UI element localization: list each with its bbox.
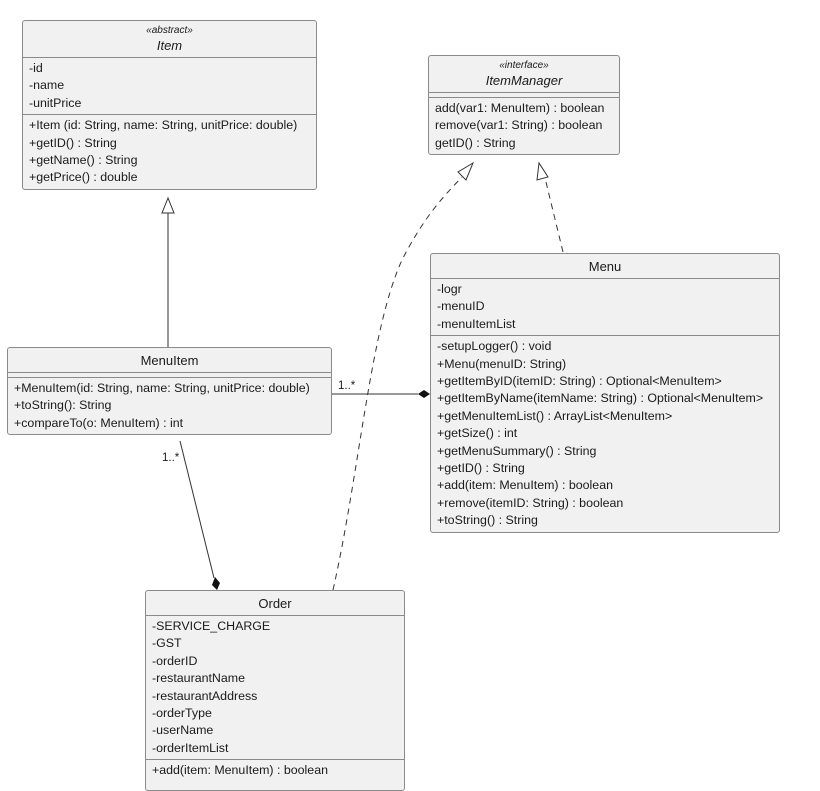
attributes-section: -logr -menuID -menuItemList (431, 279, 779, 337)
class-header: Menu (431, 254, 779, 279)
methods-section: -setupLogger() : void +Menu(menuID: Strin… (431, 336, 779, 531)
method: add(var1: MenuItem) : boolean (435, 101, 605, 115)
hollow-triangle-arrow (161, 196, 175, 214)
realization-line-order (332, 176, 463, 591)
attribute: -unitPrice (29, 95, 82, 110)
class-name: MenuItem (140, 353, 199, 368)
filled-diamond (212, 577, 220, 590)
method: +getPrice() : double (29, 170, 138, 185)
attributes-section (429, 93, 619, 98)
attribute: -restaurantName (152, 671, 245, 686)
multiplicity-label: 1..* (338, 380, 356, 392)
methods-section: add(var1: MenuItem) : boolean remove(var1… (429, 98, 619, 154)
attribute: -name (29, 78, 65, 93)
attribute: -menuID (437, 299, 485, 314)
class-menu: Menu -logr -menuID -menuItemList -setupLogge… (430, 253, 780, 533)
attributes-section (8, 373, 331, 378)
class-name: Order (258, 596, 292, 611)
attribute: -menuItemList (437, 316, 516, 331)
method: +getID() : String (29, 135, 117, 150)
method: +add(item: MenuItem) : boolean (437, 478, 613, 493)
filled-diamond (418, 390, 430, 398)
hollow-triangle-arrow (536, 161, 549, 181)
class-header: «abstract» Item (23, 21, 316, 58)
stereotype: «abstract» (146, 25, 193, 36)
attributes-section: -SERVICE_CHARGE -GST -orderID -restaurantNa… (146, 616, 404, 761)
class-name: ItemManager (485, 73, 563, 88)
method: +toString(): String (14, 398, 112, 413)
methods-section: +Item (id: String, name: String, unitPri… (23, 115, 316, 189)
method: +getMenuSummary() : String (437, 443, 597, 458)
method: +remove(itemID: String) : boolean (437, 495, 624, 510)
attribute: -logr (437, 282, 462, 296)
realization-line-menu (544, 177, 564, 253)
method: +toString() : String (437, 513, 538, 528)
class-menuitem: MenuItem +MenuItem(id: String, name: Stri… (7, 347, 332, 436)
method: remove(var1: String) : boolean (435, 118, 603, 133)
composition-line-order (179, 440, 215, 579)
method: +getID() : String (437, 461, 525, 476)
hollow-triangle-arrow (457, 161, 475, 181)
class-header: «interface» ItemManager (429, 56, 619, 93)
attribute: -userName (152, 723, 214, 738)
method: getID() : String (435, 135, 516, 150)
class-name: Item (156, 38, 183, 53)
attribute: -orderID (152, 653, 198, 668)
method: +getItemByName(itemName: String) : Optio… (437, 391, 764, 406)
methods-section: +MenuItem(id: String, name: String, unit… (8, 378, 331, 434)
methods-section: +add(item: MenuItem) : boolean (146, 760, 404, 781)
attribute: -SERVICE_CHARGE (152, 619, 271, 633)
method: +getMenuItemList() : ArrayList<MenuItem> (437, 408, 673, 423)
attribute: -GST (152, 636, 182, 651)
method: +Item (id: String, name: String, unitPri… (29, 118, 298, 133)
class-order: Order -SERVICE_CHARGE -GST -orderID -restaur… (145, 590, 405, 791)
class-header: MenuItem (8, 348, 331, 373)
class-header: Order (146, 591, 404, 616)
method: +getItemByID(itemID: String) : Optional<… (437, 374, 722, 389)
method: +Menu(menuID: String) (437, 356, 567, 371)
attribute: -orderType (152, 706, 212, 721)
class-item: «abstract» Item -id -name -unitPrice +Item (i… (22, 20, 317, 190)
attribute: -id (29, 61, 43, 75)
attribute: -restaurantAddress (152, 688, 258, 703)
method: +getName() : String (29, 153, 138, 168)
attributes-section: -id -name -unitPrice (23, 58, 316, 116)
attribute: -orderItemList (152, 740, 229, 755)
class-itemmanager: «interface» ItemManager add(var1: MenuItem… (428, 55, 620, 156)
method: +add(item: MenuItem) : boolean (152, 763, 328, 778)
method: +MenuItem(id: String, name: String, unit… (14, 381, 310, 395)
class-name: Menu (588, 259, 622, 274)
method: -setupLogger() : void (437, 339, 552, 354)
stereotype: «interface» (499, 60, 549, 71)
multiplicity-label: 1..* (162, 452, 180, 464)
method: +getSize() : int (437, 426, 518, 441)
method: +compareTo(o: MenuItem) : int (14, 415, 184, 430)
